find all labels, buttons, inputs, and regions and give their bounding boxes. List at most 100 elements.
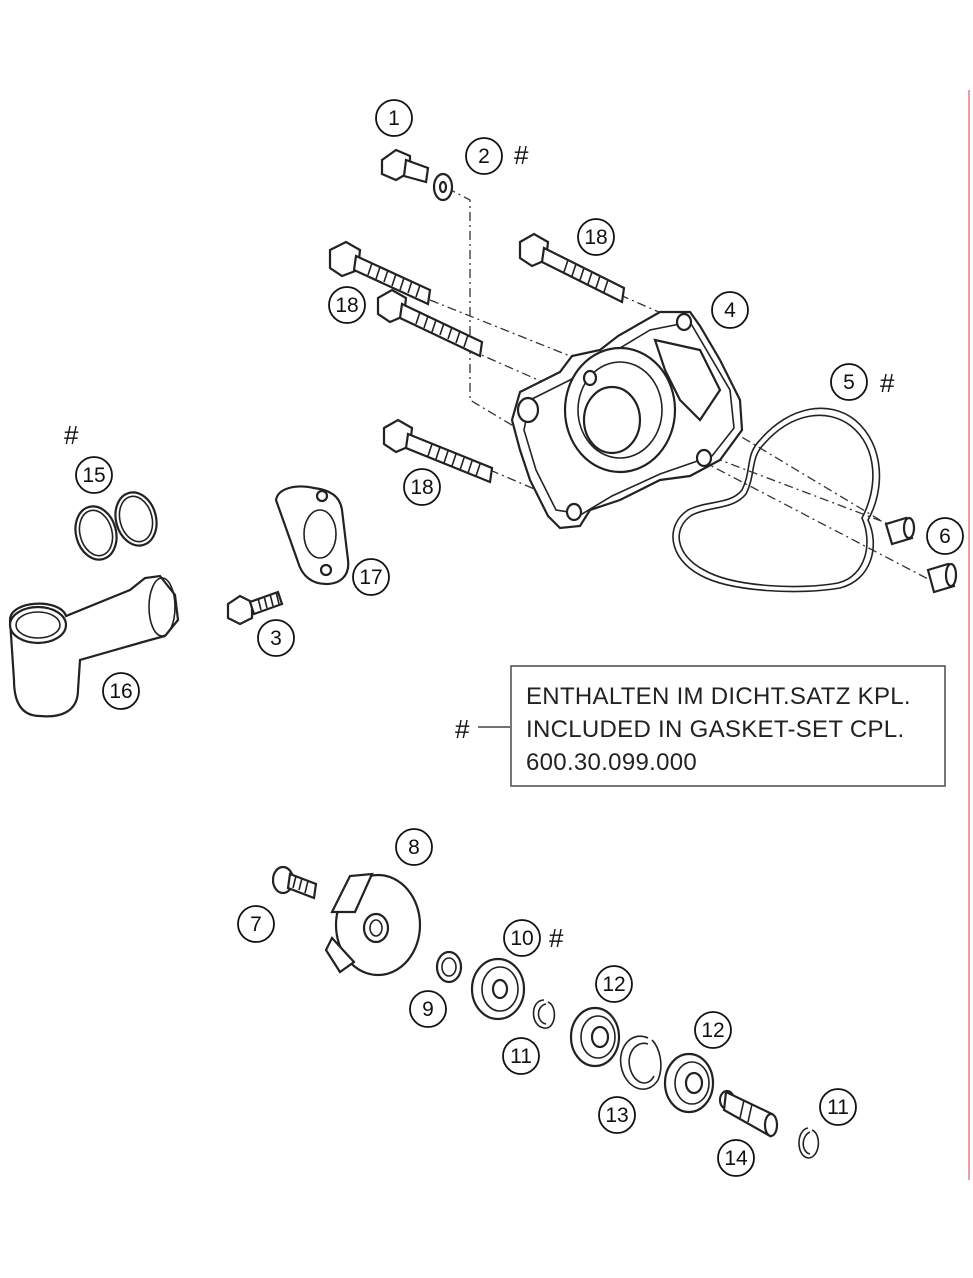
callout-circle: [694, 1011, 732, 1049]
note-line-english: INCLUDED IN GASKET-SET CPL.: [526, 716, 904, 743]
callout-c17: 17: [352, 558, 390, 596]
callout-c3: 3: [257, 619, 295, 657]
callout-circle: [577, 218, 615, 256]
bearing-part-12-a: [569, 1006, 621, 1068]
callout-c11a: 11: [502, 1037, 540, 1075]
callout-number: 11: [510, 1045, 532, 1068]
callout-circle: [409, 990, 447, 1028]
callout-c5: 5: [830, 363, 868, 401]
gasket-ring-part-5: [672, 407, 881, 593]
o-rings-part-15: [74, 491, 158, 561]
shaft-seal-part-10: [470, 957, 526, 1021]
callout-circle: [598, 1096, 636, 1134]
callout-c2: 2: [465, 137, 503, 175]
callout-number: 5: [843, 371, 855, 394]
callout-circle: [926, 517, 964, 555]
callout-number: 2: [478, 145, 490, 168]
callout-circle: [465, 137, 503, 175]
gasket-set-note: # ENTHALTEN IM DICHT.SATZ KPL. INCLUDED …: [455, 665, 946, 787]
callout-number: 17: [359, 566, 382, 589]
callout-c9: 9: [409, 990, 447, 1028]
water-pump-cover-part-4: [510, 310, 744, 530]
callout-number: 10: [510, 927, 533, 950]
callout-number: 7: [250, 913, 262, 936]
flange-gasket-part-17: [274, 485, 350, 586]
callout-circle: [711, 291, 749, 329]
callout-number: 18: [584, 226, 607, 249]
callout-circle: [352, 558, 390, 596]
long-bolt-part-18-b: [376, 288, 484, 358]
note-hash-symbol: #: [455, 714, 470, 744]
callout-number: 16: [109, 680, 132, 703]
callout-number: 4: [724, 299, 736, 322]
callout-circle: [502, 1037, 540, 1075]
callout-c15: 15: [75, 456, 113, 494]
callout-c13: 13: [598, 1096, 636, 1134]
callout-number: 3: [270, 627, 282, 650]
callout-circle: [102, 672, 140, 710]
callout-circle: [328, 286, 366, 324]
callout-number: 18: [335, 294, 358, 317]
callout-c18c: 18: [403, 468, 441, 506]
callout-number: 1: [388, 107, 400, 130]
callout-circle: [819, 1088, 857, 1126]
callout-c18a: 18: [577, 218, 615, 256]
screw-part-7: [271, 865, 318, 900]
callout-number: 8: [408, 836, 420, 859]
callout-c11b: 11: [819, 1088, 857, 1126]
note-line-part-number: 600.30.099.000: [526, 749, 697, 776]
callout-c6: 6: [926, 517, 964, 555]
callout-c18b: 18: [328, 286, 366, 324]
callout-number: 18: [410, 476, 433, 499]
long-bolt-part-18-a: [328, 240, 432, 306]
retaining-ring-part-13: [619, 1035, 662, 1090]
callout-c12b: 12: [694, 1011, 732, 1049]
callout-circle: [595, 965, 633, 1003]
dowel-sleeve-part-6-b: [926, 562, 958, 594]
callout-circle: [395, 828, 433, 866]
callout-c14: 14: [717, 1139, 755, 1177]
callout-number: 13: [605, 1104, 628, 1127]
callout-circle: [257, 619, 295, 657]
short-bolt-part-18-d: [382, 418, 494, 484]
callout-number: 9: [422, 998, 434, 1021]
pump-shaft-part-14: [718, 1089, 779, 1138]
callout-number: 12: [602, 973, 625, 996]
callout-circle: [717, 1139, 755, 1177]
circlip-part-11-a: [532, 999, 556, 1029]
callout-c12a: 12: [595, 965, 633, 1003]
impeller-part-8: [324, 872, 422, 977]
washer-part-2: [432, 172, 454, 202]
callout-number: 11: [827, 1096, 849, 1119]
callout-c1: 1: [375, 99, 413, 137]
bearing-part-12-b: [663, 1052, 715, 1114]
hash-mark-part-10: #: [549, 923, 564, 953]
note-line-german: ENTHALTEN IM DICHT.SATZ KPL.: [526, 683, 911, 710]
callout-c8: 8: [395, 828, 433, 866]
short-bolt-part-18-c: [518, 232, 626, 304]
dowel-sleeve-part-6-a: [884, 516, 916, 546]
callout-number: 15: [82, 464, 105, 487]
hash-mark-part-2: #: [514, 140, 529, 170]
washer-part-9: [435, 950, 463, 984]
gasket-set-markers: # # # #: [64, 140, 895, 953]
callout-c4: 4: [711, 291, 749, 329]
elbow-pipe-part-16: [8, 574, 180, 718]
hash-mark-part-5: #: [880, 368, 895, 398]
callout-circle: [403, 468, 441, 506]
callout-c7: 7: [237, 905, 275, 943]
callout-circle: [75, 456, 113, 494]
callout-c16: 16: [102, 672, 140, 710]
callout-c10: 10: [503, 919, 541, 957]
callout-circle: [503, 919, 541, 957]
circlip-part-11-b: [798, 1127, 820, 1159]
callout-number: 6: [939, 525, 951, 548]
hash-mark-part-15: #: [64, 420, 79, 450]
hex-bolt-part-1: [380, 148, 430, 184]
callout-circle: [237, 905, 275, 943]
callout-number: 14: [724, 1147, 748, 1170]
screw-part-3: [226, 590, 284, 626]
callout-circle: [830, 363, 868, 401]
